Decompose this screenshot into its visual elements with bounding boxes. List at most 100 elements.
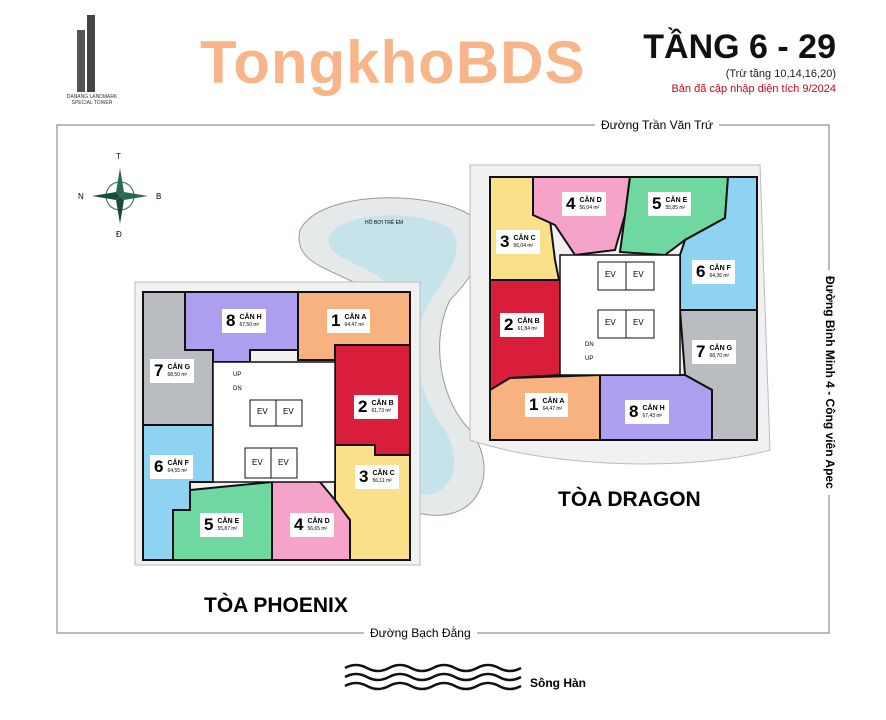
elevator-label: EV: [605, 318, 616, 327]
unit-number: 1: [331, 311, 341, 330]
page-title: TẦNG 6 - 29: [643, 28, 836, 66]
unit-area: 56,04 m²: [513, 243, 534, 249]
unit-name: CĂN H: [642, 405, 665, 412]
unit-number: 4: [294, 515, 304, 534]
unit-name: CĂN E: [665, 197, 688, 204]
unit-name: CĂN D: [579, 197, 602, 204]
unit-number: 3: [500, 232, 510, 251]
street-bottom: Đường Bạch Đằng: [364, 626, 477, 640]
unit-area: 55,87 m²: [217, 526, 238, 532]
unit-number: 7: [696, 342, 706, 361]
compass-west-label: N: [78, 192, 84, 201]
stair-down-label: DN: [585, 342, 594, 348]
page-subtitle: (Trừ tầng 10,14,16,20): [725, 68, 836, 80]
unit-name: CĂN G: [709, 345, 733, 352]
unit-number: 7: [154, 361, 164, 380]
unit-name: CĂN B: [517, 318, 540, 325]
unit-number: 4: [566, 194, 576, 213]
unit-name: CĂN F: [709, 265, 731, 272]
stair-up-label: UP: [233, 372, 242, 378]
elevator-label: EV: [633, 318, 644, 327]
unit-number: 6: [696, 262, 706, 281]
street-top: Đường Trần Văn Trứ: [595, 118, 719, 132]
unit-number: 3: [359, 467, 369, 486]
unit-area: 67,43 m²: [642, 413, 663, 419]
unit-area: 64,47 m²: [344, 322, 365, 328]
unit-area: 64,55 m²: [167, 468, 188, 474]
building-name-phoenix: TÒA PHOENIX: [204, 594, 348, 617]
unit-name: CĂN B: [371, 400, 394, 407]
unit-area: 61,73 m²: [371, 408, 392, 414]
pool-water: [328, 215, 457, 495]
unit-number: 2: [504, 315, 514, 334]
unit-name: CĂN D: [307, 518, 330, 525]
logo-sub: SPECIAL TOWER: [71, 100, 113, 106]
elevator-label: EV: [278, 458, 289, 467]
stair-down-label: DN: [233, 386, 242, 392]
unit-name: CĂN A: [344, 314, 367, 321]
unit-area: 56,11 m²: [372, 478, 392, 484]
stair-up-label: UP: [585, 356, 594, 362]
elevator-label: EV: [283, 407, 294, 416]
watermark: TongkhoBDS: [200, 29, 586, 96]
street-right: Đường Bình Minh 4 - Công viên Apec: [823, 270, 837, 495]
unit-number: 8: [226, 311, 236, 330]
unit-name: CĂN F: [167, 460, 189, 467]
unit-area: 68,50 m²: [167, 372, 188, 378]
unit-area: 64,47 m²: [542, 406, 563, 412]
unit-name: CĂN C: [372, 470, 395, 477]
unit-number: 5: [652, 194, 662, 213]
unit-area: 67,50 m²: [239, 322, 260, 328]
unit-area: 56,65 m²: [307, 526, 328, 532]
unit-name: CĂN A: [542, 398, 565, 405]
compass-east-label: B: [156, 192, 162, 201]
update-note: Bản đã cập nhập diện tích 9/2024: [671, 83, 836, 95]
unit-number: 2: [358, 397, 368, 416]
unit-name: CĂN G: [167, 364, 191, 371]
unit-name: CĂN E: [217, 518, 240, 525]
unit-number: 5: [204, 515, 214, 534]
unit-area: 56,04 m²: [579, 205, 600, 211]
compass-north-label: T: [116, 152, 121, 161]
river-waves-icon: [344, 663, 522, 691]
pool-label: HỒ BƠI TRẺ EM: [365, 220, 404, 226]
header: TẦNG 6 - 29 (Trừ tầng 10,14,16,20) Bản đ…: [643, 28, 836, 95]
logo-name: DANANG LANDMARK: [66, 94, 118, 100]
elevator-label: EV: [252, 458, 263, 467]
unit-area: 64,36 m²: [709, 273, 730, 279]
compass-south-label: Đ: [116, 230, 122, 239]
elevator-label: EV: [633, 270, 644, 279]
unit-number: 1: [529, 395, 539, 414]
elevator-label: EV: [257, 407, 268, 416]
unit-name: CĂN C: [513, 235, 536, 242]
unit-name: CĂN H: [239, 314, 262, 321]
logo: [77, 15, 95, 92]
unit-area: 68,70 m²: [709, 353, 730, 359]
unit-number: 8: [629, 402, 639, 421]
unit-number: 6: [154, 457, 164, 476]
unit-area: 55,85 m²: [665, 205, 686, 211]
unit-area: 61,84 m²: [517, 326, 538, 332]
river-label: Sông Hàn: [530, 676, 586, 690]
elevator-label: EV: [605, 270, 616, 279]
building-name-dragon: TÒA DRAGON: [558, 488, 701, 511]
compass-icon: [92, 168, 148, 224]
